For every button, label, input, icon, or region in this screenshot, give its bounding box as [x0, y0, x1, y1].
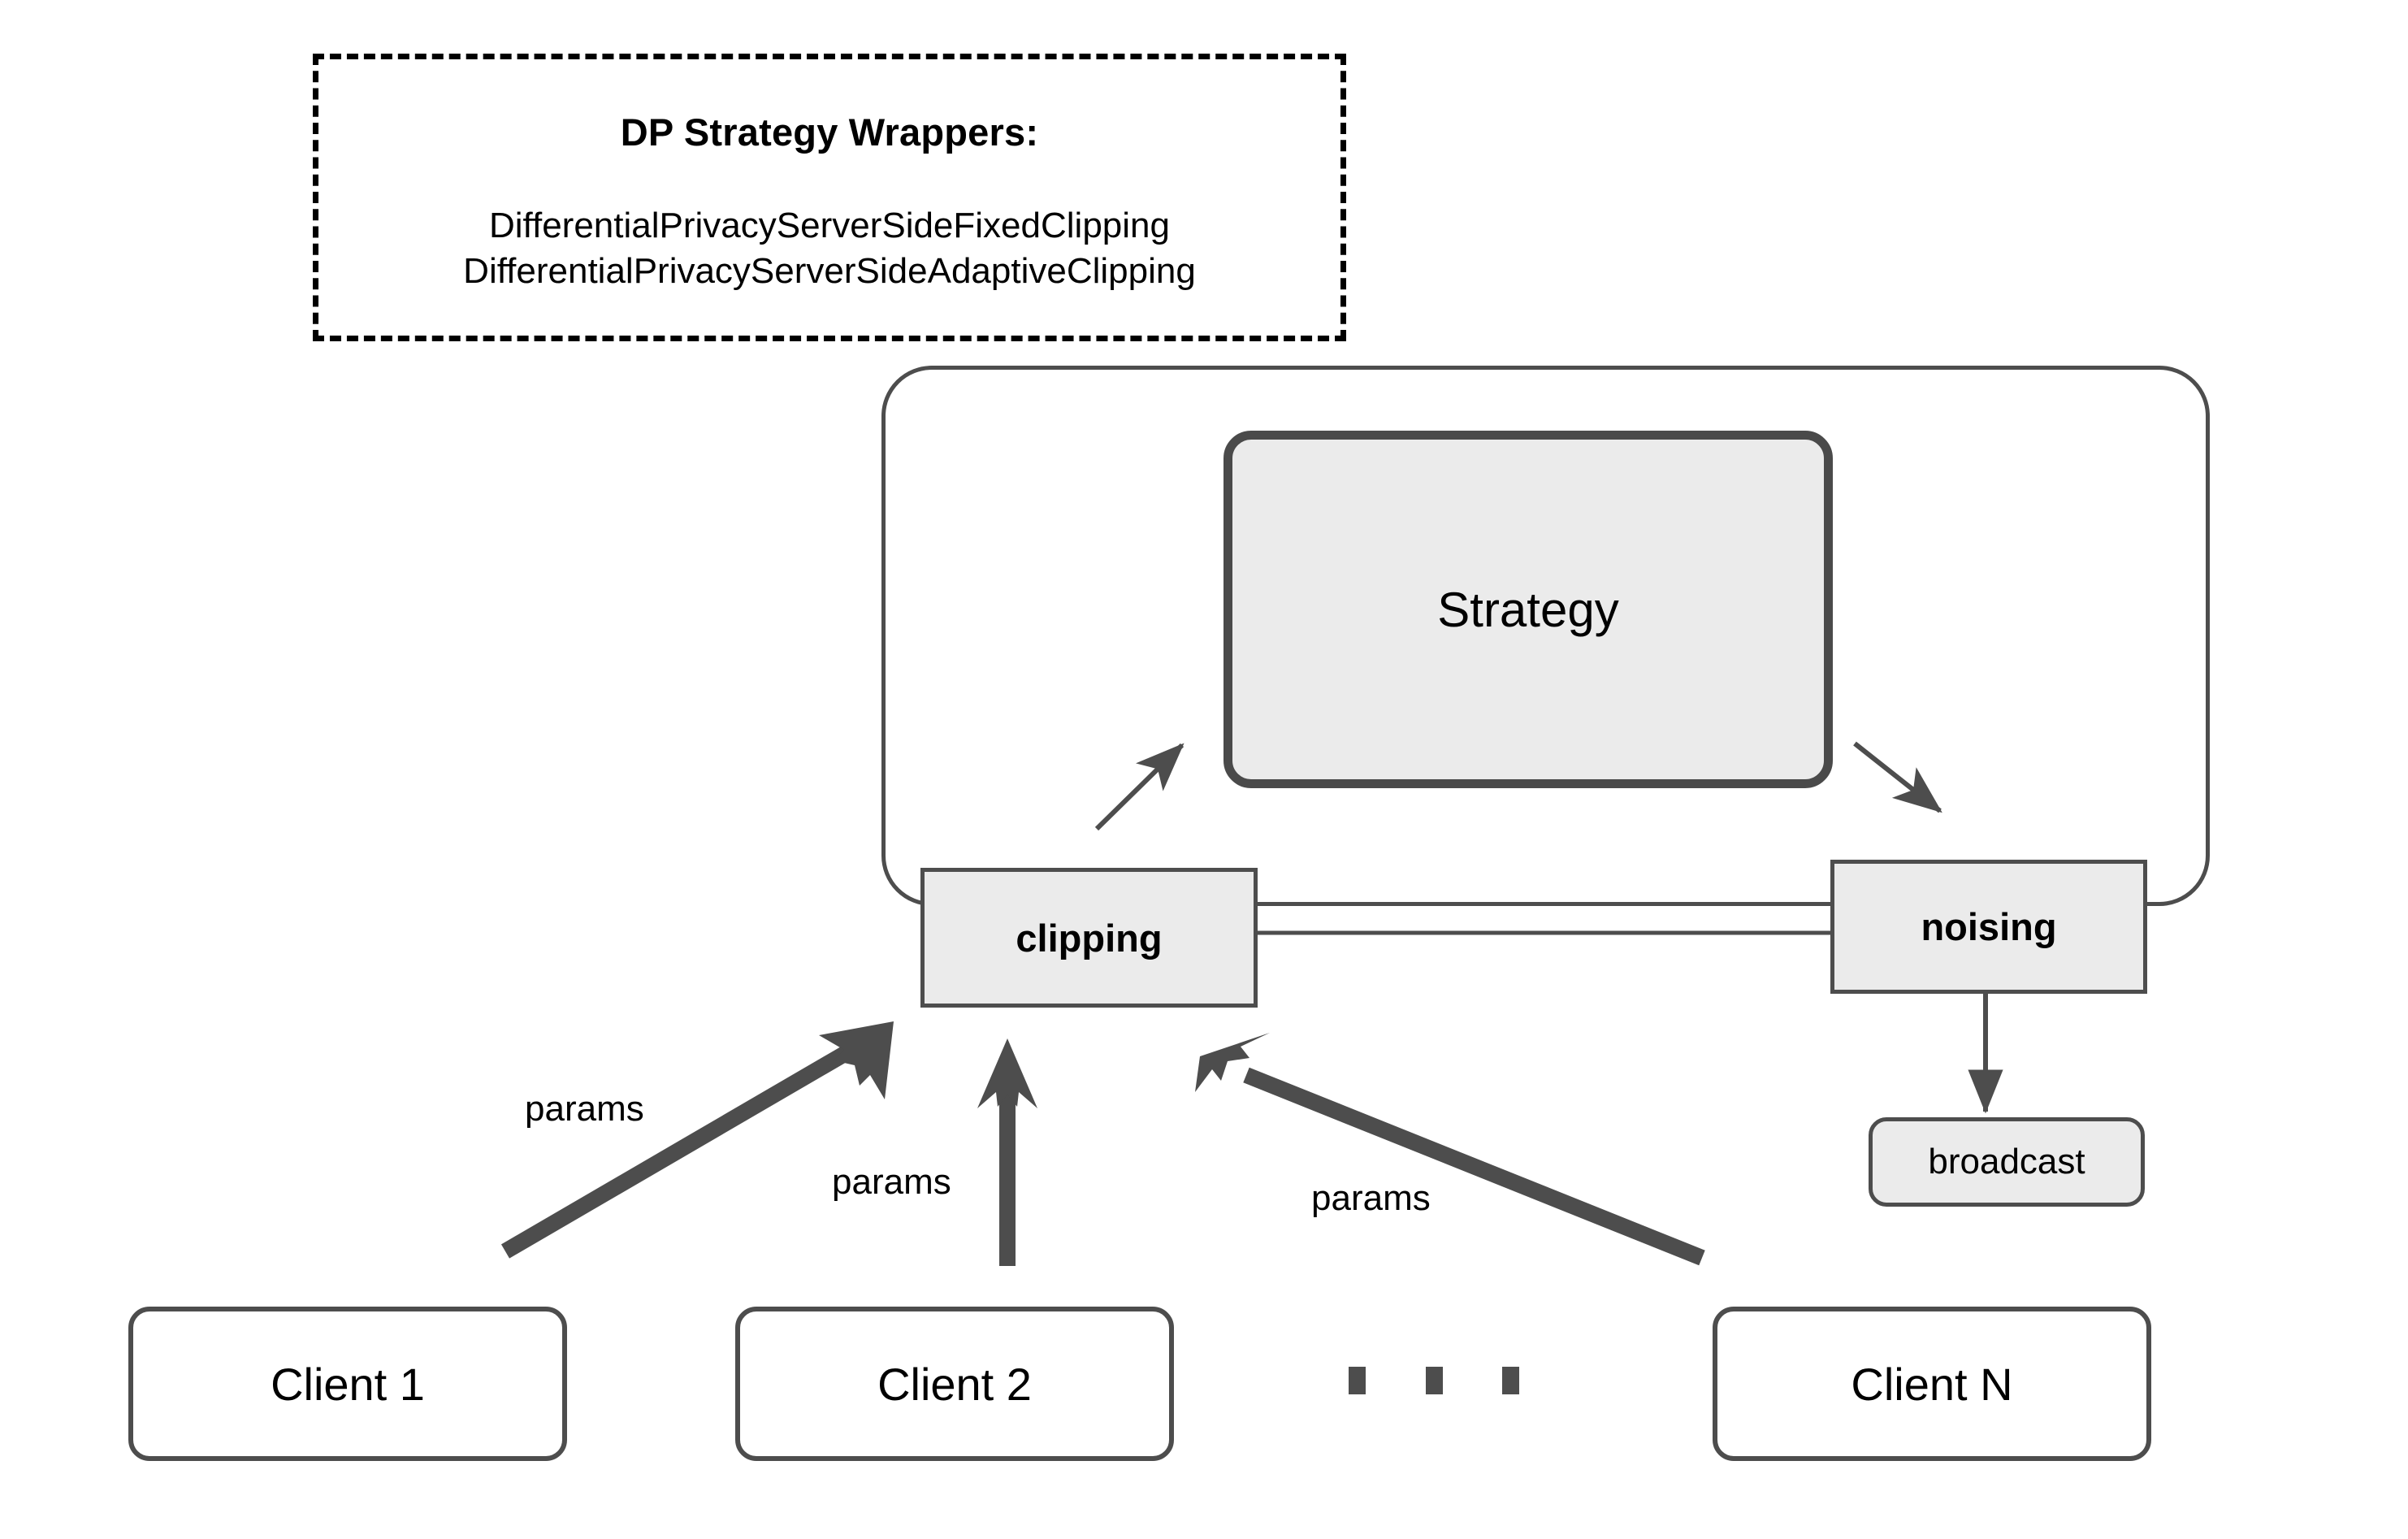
client-node-2: Client 2 — [735, 1307, 1174, 1461]
legend-title: DP Strategy Wrappers: — [620, 111, 1039, 154]
edge-client2-to-clipping — [977, 1038, 1037, 1266]
ellipsis-dot-2 — [1425, 1367, 1443, 1394]
legend-item-adaptive-clipping: DifferentialPrivacyServerSideAdaptiveCli… — [463, 251, 1196, 292]
strategy-node: Strategy — [1223, 431, 1833, 788]
params-label-client1: params — [525, 1089, 644, 1129]
legend-item-list: DifferentialPrivacyServerSideFixedClippi… — [463, 203, 1196, 295]
clipping-node: clipping — [920, 868, 1258, 1008]
client-node-1: Client 1 — [128, 1307, 567, 1461]
broadcast-node-label: broadcast — [1928, 1142, 2085, 1181]
params-label-clientn: params — [1311, 1178, 1431, 1218]
ellipsis-dot-3 — [1502, 1367, 1519, 1394]
client-node-2-label: Client 2 — [877, 1358, 1032, 1410]
legend-item-fixed-clipping: DifferentialPrivacyServerSideFixedClippi… — [488, 206, 1170, 245]
clipping-node-label: clipping — [1016, 916, 1163, 960]
ellipsis-dot-1 — [1349, 1367, 1366, 1394]
params-label-client2: params — [832, 1162, 951, 1202]
dp-strategy-wrappers-legend: DP Strategy Wrappers: DifferentialPrivac… — [313, 54, 1346, 341]
client-node-n: Client N — [1713, 1307, 2151, 1461]
client-node-n-label: Client N — [1851, 1358, 2013, 1410]
clients-ellipsis-icon — [1349, 1362, 1519, 1399]
edge-client1-to-clipping — [500, 1021, 894, 1259]
strategy-node-label: Strategy — [1437, 582, 1619, 637]
server-container — [881, 366, 2210, 906]
noising-node-label: noising — [1921, 905, 2057, 948]
client-node-1-label: Client 1 — [271, 1358, 425, 1410]
broadcast-node: broadcast — [1869, 1117, 2145, 1207]
noising-node: noising — [1830, 860, 2147, 994]
edge-clientn-to-clipping — [1195, 1033, 1705, 1266]
